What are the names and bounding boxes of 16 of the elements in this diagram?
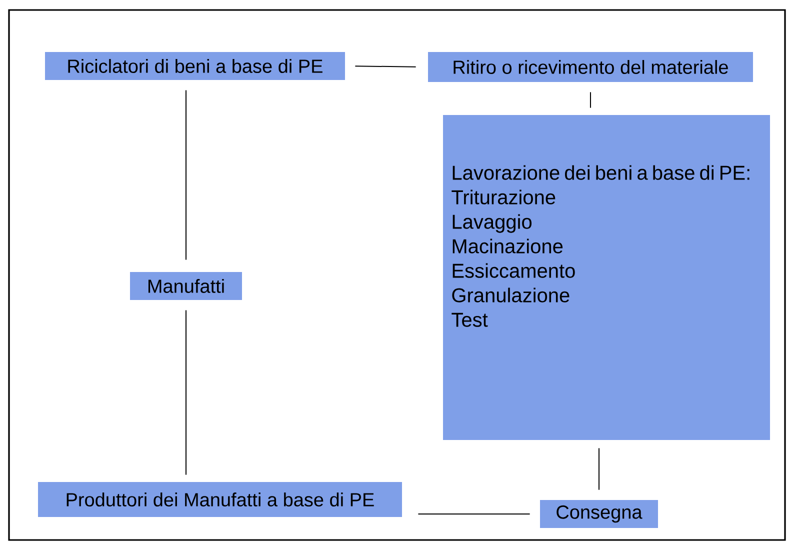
connector-line xyxy=(598,448,600,490)
process-box xyxy=(443,115,770,440)
list-line: Lavaggio xyxy=(452,214,532,233)
process-box: Manufatti xyxy=(130,272,242,300)
connector-line xyxy=(590,92,591,108)
process-box: Ritiro o ricevimento del materiale xyxy=(428,52,753,82)
list-line: Essiccamento xyxy=(452,263,575,278)
list-line: Macinazione xyxy=(452,238,563,254)
list-line: Lavorazione dei beni a base di PE: xyxy=(452,165,750,180)
list-line: Granulazione xyxy=(452,288,570,302)
list-line: Triturazione xyxy=(452,190,556,204)
process-box: Consegna xyxy=(540,500,658,528)
process-box: Riciclatori di beni a base di PE xyxy=(45,52,345,80)
list-line: Test xyxy=(452,312,488,327)
connector-line xyxy=(354,66,416,68)
process-box: Produttori dei Manufatti a base di PE xyxy=(38,482,402,517)
